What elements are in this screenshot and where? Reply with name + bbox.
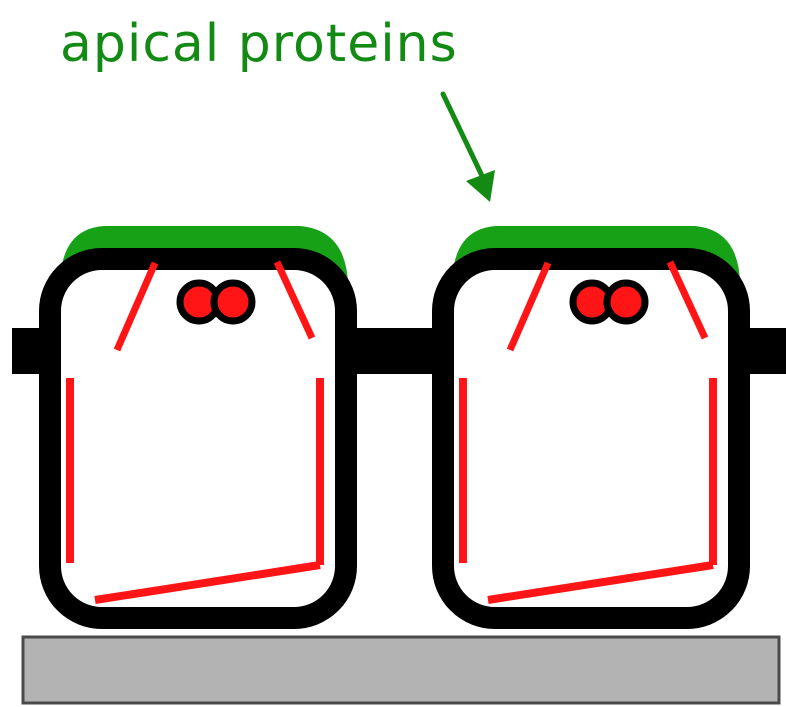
organelle-right [214, 283, 252, 321]
arrow-shaft [443, 94, 484, 180]
organelle-right [607, 283, 645, 321]
substrate [23, 637, 779, 703]
right-cell [443, 226, 740, 618]
left-cell [50, 226, 348, 618]
pointer-arrow [443, 94, 495, 202]
